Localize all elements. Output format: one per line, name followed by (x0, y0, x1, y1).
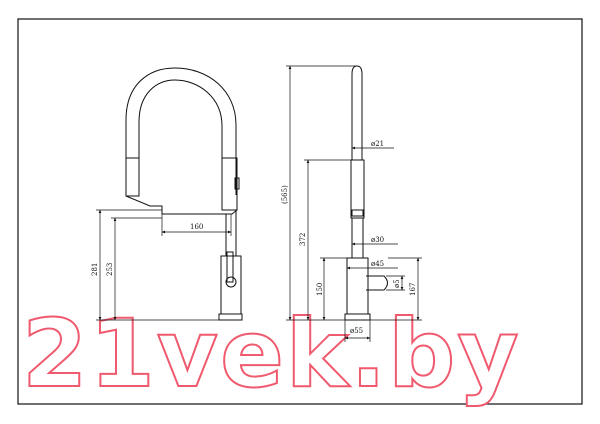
side-base (344, 313, 371, 321)
dim-5-label: ø5 (393, 279, 401, 288)
tap-base (218, 313, 243, 321)
spout-bracket (125, 195, 238, 215)
dim-45-label: ø45 (371, 260, 384, 268)
dim-55-label: ø55 (350, 327, 363, 335)
dim-167-label: 167 (409, 283, 417, 296)
front-view: 160 281 253 (91, 67, 243, 321)
side-lever (366, 275, 388, 291)
dim-565-label: (565) (281, 185, 289, 204)
side-upper-body (350, 159, 365, 219)
hose-inner (138, 79, 223, 160)
handle-knob (225, 276, 237, 288)
spray-head (221, 157, 238, 211)
side-hose (351, 65, 363, 160)
dim-253-label: 253 (106, 263, 114, 276)
side-spray-button (351, 209, 364, 217)
dim-reach-label: 160 (190, 223, 203, 231)
hose-outer (125, 67, 237, 195)
spray-button (234, 177, 240, 190)
sheet-border (17, 18, 583, 405)
dim-372-label: 372 (299, 233, 307, 246)
dim-281-label: 281 (91, 263, 99, 276)
watermark: 21vek.by (22, 300, 521, 409)
tap-handle (226, 251, 234, 283)
dim-21-label: ø21 (371, 140, 384, 148)
hose-sleeve-left (125, 157, 140, 197)
side-column (351, 217, 364, 259)
side-view: (565) 372 150 ø21 ø30 ø45 ø5 167 (281, 65, 422, 342)
dim-150-label: 150 (316, 283, 324, 296)
dim-30-label: ø30 (371, 236, 384, 244)
